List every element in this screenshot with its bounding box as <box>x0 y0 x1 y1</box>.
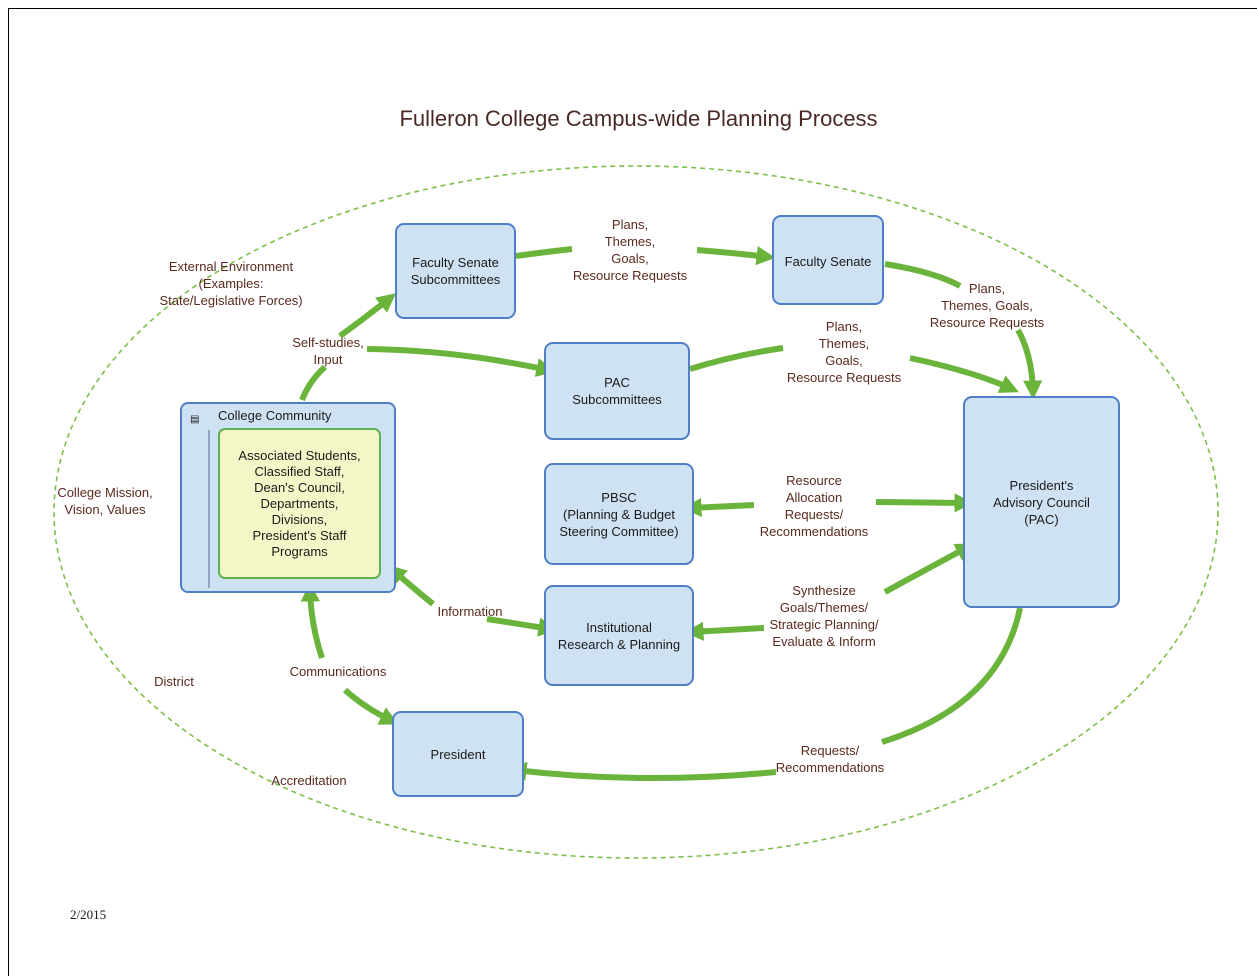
college-community-divider <box>208 430 210 588</box>
label-self-studies: Self-studies, Input <box>292 335 364 367</box>
node-faculty-senate: Faculty Senate <box>772 215 884 305</box>
arrow-comm-to-cc <box>300 582 325 659</box>
arrow-synth-to-irp <box>684 621 765 641</box>
arrow-fss-to-fs-b <box>696 246 776 266</box>
label-information: Information <box>437 604 503 619</box>
arrow-pacsub-to-pac-a <box>689 345 784 372</box>
arrow-fss-to-fs-a <box>515 246 573 259</box>
college-community-title: College Community <box>218 408 332 423</box>
label-pac-to-pbsc: Resource Allocation Requests/ Recommenda… <box>759 473 869 539</box>
node-label: PBSC (Planning & Budget Steering Committ… <box>559 489 679 539</box>
arrow-info-to-irp <box>486 616 558 637</box>
node-pbsc: PBSC (Planning & Budget Steering Committ… <box>544 463 694 565</box>
node-institutional-research: Institutional Research & Planning <box>544 585 694 686</box>
node-label: Institutional Research & Planning <box>557 619 681 652</box>
node-pac: President's Advisory Council (PAC) <box>963 396 1120 608</box>
label-communications: Communications <box>289 664 387 679</box>
label-pac-irp: Synthesize Goals/Themes/ Strategic Plann… <box>769 583 879 649</box>
arrow-irp-to-pac <box>883 543 975 595</box>
diagram-title: Fulleron College Campus-wide Planning Pr… <box>399 106 878 131</box>
node-president: President <box>392 711 524 797</box>
node-faculty-senate-subcommittees: Faculty Senate Subcommittees <box>395 223 516 319</box>
arrow-to-pac-from-alloc <box>875 493 974 513</box>
environment-ellipse <box>53 165 1219 859</box>
arrow-comm-to-pres <box>342 687 399 725</box>
node-label: PAC Subcommittees <box>572 375 662 407</box>
node-label: Faculty Senate <box>784 254 872 269</box>
label-college-mission: College Mission, Vision, Values <box>57 485 153 517</box>
arrow-requests-to-pres <box>507 761 777 782</box>
document-date: 2/2015 <box>70 907 107 922</box>
node-pac-subcommittees: PAC Subcommittees <box>544 342 690 440</box>
label-pacsub-to-pac: Plans, Themes, Goals, Resource Requests <box>786 319 902 385</box>
label-accreditation: Accreditation <box>271 773 347 788</box>
college-community-members: Associated Students, Classified Staff, D… <box>218 428 381 579</box>
arrow-fs-to-pac-a <box>884 261 962 289</box>
hierarchy-icon: ▤ <box>190 414 200 425</box>
arrow-cc-to-pacsub <box>366 346 556 377</box>
label-fs-to-pac: Plans, Themes, Goals, Resource Requests <box>929 281 1045 330</box>
node-label: President <box>430 746 486 762</box>
label-requests: Requests/ Recommendations <box>775 743 885 775</box>
arrow-pacsub-to-pac-b <box>909 355 1019 393</box>
arrow-fs-to-pac-b <box>1015 328 1043 400</box>
node-label: President's Advisory Council (PAC) <box>993 477 1090 527</box>
label-fss-to-fs: Plans, Themes, Goals, Resource Requests <box>572 217 688 283</box>
page-frame <box>8 8 1257 976</box>
node-label: Faculty Senate Subcommittees <box>410 255 501 287</box>
label-district: District <box>154 674 194 689</box>
arrow-info-to-cc <box>387 564 435 607</box>
label-external-environment: External Environment (Examples: State/Le… <box>159 259 303 308</box>
arrow-cc-to-fss <box>299 298 390 402</box>
arrow-pac-to-requests <box>881 607 1023 745</box>
arrow-to-pbsc <box>682 497 755 518</box>
